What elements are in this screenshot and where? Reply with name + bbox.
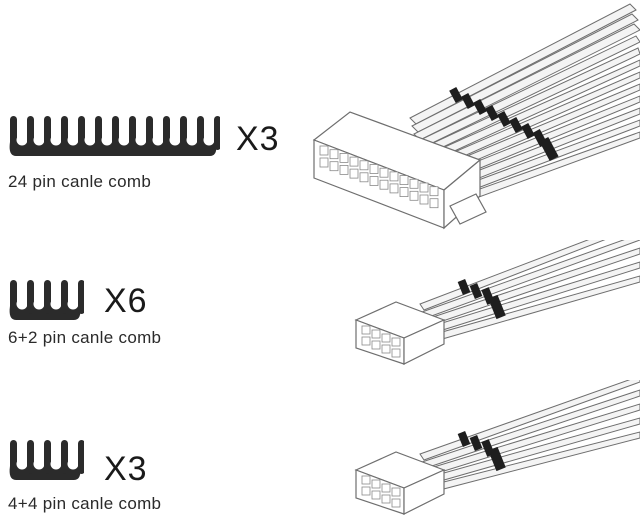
label-4plus4pin: 4+4 pin canle comb [8, 494, 162, 513]
label-24pin: 24 pin canle comb [8, 172, 152, 191]
cable-comb-4plus4pin-icon [9, 440, 84, 480]
quantity-4plus4pin: X3 [104, 450, 148, 488]
product-row-4plus4pin: X3 4+4 pin canle comb [0, 380, 640, 518]
pcie-6plus2pin-connector-cable [354, 240, 640, 365]
cable-comb-6plus2pin-icon [9, 280, 84, 320]
label-6plus2pin: 6+2 pin canle comb [8, 328, 162, 347]
quantity-24pin: X3 [236, 120, 280, 158]
product-row-24pin: X3 24 pin canle comb [0, 0, 640, 240]
quantity-6plus2pin: X6 [104, 282, 148, 320]
atx-24pin-connector-cable [312, 3, 640, 230]
eps-4plus4pin-connector-cable [354, 380, 640, 515]
product-row-6plus2pin: X6 6+2 pin canle comb [0, 240, 640, 380]
cable-comb-24pin-icon [9, 116, 220, 156]
